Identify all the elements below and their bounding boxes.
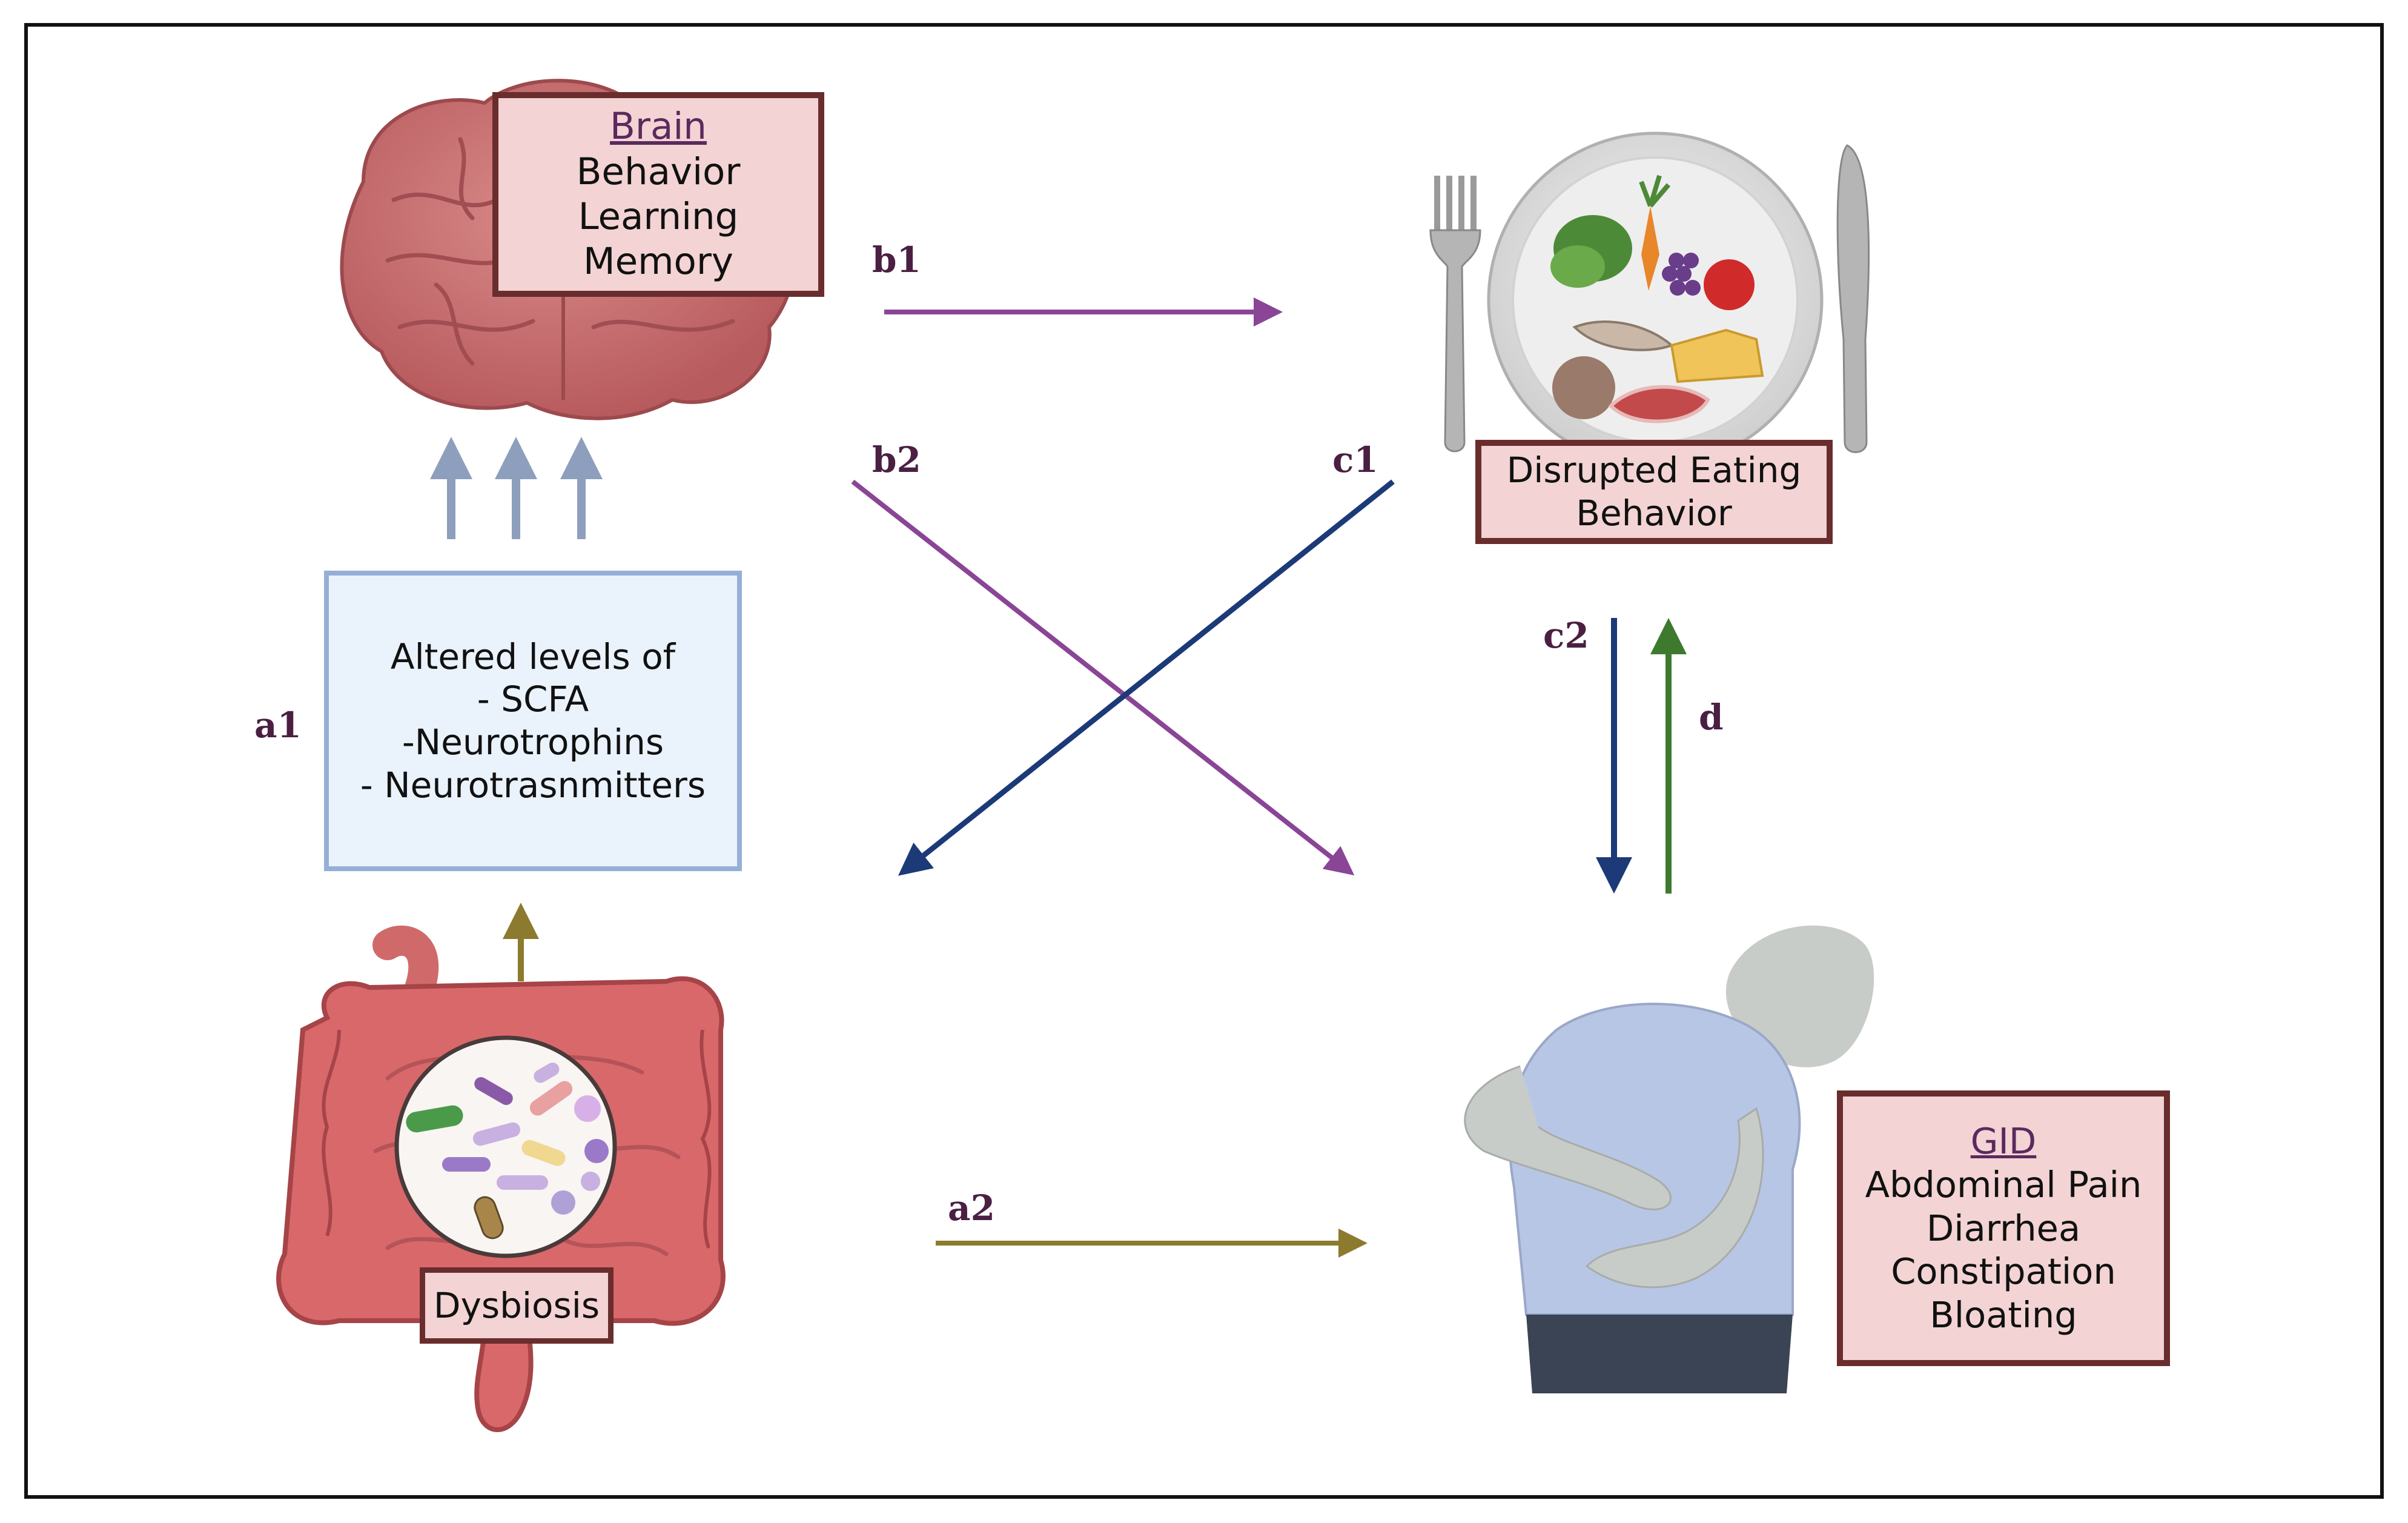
gid-box-line-3: Constipation [1891, 1250, 2116, 1293]
dysbiosis-box: Dysbiosis [420, 1267, 614, 1344]
gid-box: GID Abdominal Pain Diarrhea Constipation… [1837, 1090, 2170, 1366]
metabolite-box-line-2: - SCFA [477, 679, 589, 720]
knife-icon [1836, 144, 1870, 453]
label-c2: c2 [1543, 615, 1589, 656]
eating-box-line-2: Behavior [1576, 493, 1732, 534]
label-a1: a1 [254, 705, 302, 746]
brain-box-line-1: Behavior [576, 150, 741, 193]
eating-box-line-1: Disrupted Eating [1506, 450, 1802, 491]
plate-with-food-icon [1487, 131, 1824, 468]
fork-icon [1429, 176, 1481, 453]
figure-frame [24, 23, 2384, 1499]
label-a2: a2 [948, 1187, 995, 1229]
arrow-c1 [898, 479, 1395, 876]
gid-box-line-4: Bloating [1930, 1294, 2077, 1336]
label-b2: b2 [872, 439, 921, 480]
gid-box-line-2: Diarrhea [1926, 1207, 2081, 1249]
eating-behavior-box: Disrupted Eating Behavior [1475, 440, 1833, 544]
bacteria-icon [394, 1035, 617, 1258]
metabolite-box: Altered levels of - SCFA -Neurotrophins … [324, 571, 742, 871]
metabolite-box-line-4: - Neurotrasnmitters [360, 764, 706, 806]
brain-box-line-3: Memory [583, 240, 734, 284]
brain-box-line-2: Learning [578, 195, 739, 238]
label-c1: c1 [1332, 439, 1378, 480]
brain-box-title: Brain [610, 105, 707, 148]
metabolite-box-line-1: Altered levels of [390, 635, 676, 677]
dysbiosis-label: Dysbiosis [433, 1284, 600, 1326]
label-b1: b1 [872, 239, 921, 280]
label-d: d [1699, 697, 1724, 738]
person-abdominal-pain-icon [1464, 925, 1874, 1393]
gid-box-line-1: Abdominal Pain [1865, 1163, 2142, 1206]
arrow-b2 [851, 479, 1355, 875]
metabolite-box-line-3: -Neurotrophins [402, 722, 664, 763]
gid-box-title: GID [1970, 1120, 2037, 1162]
brain-box: Brain Behavior Learning Memory [492, 92, 824, 297]
